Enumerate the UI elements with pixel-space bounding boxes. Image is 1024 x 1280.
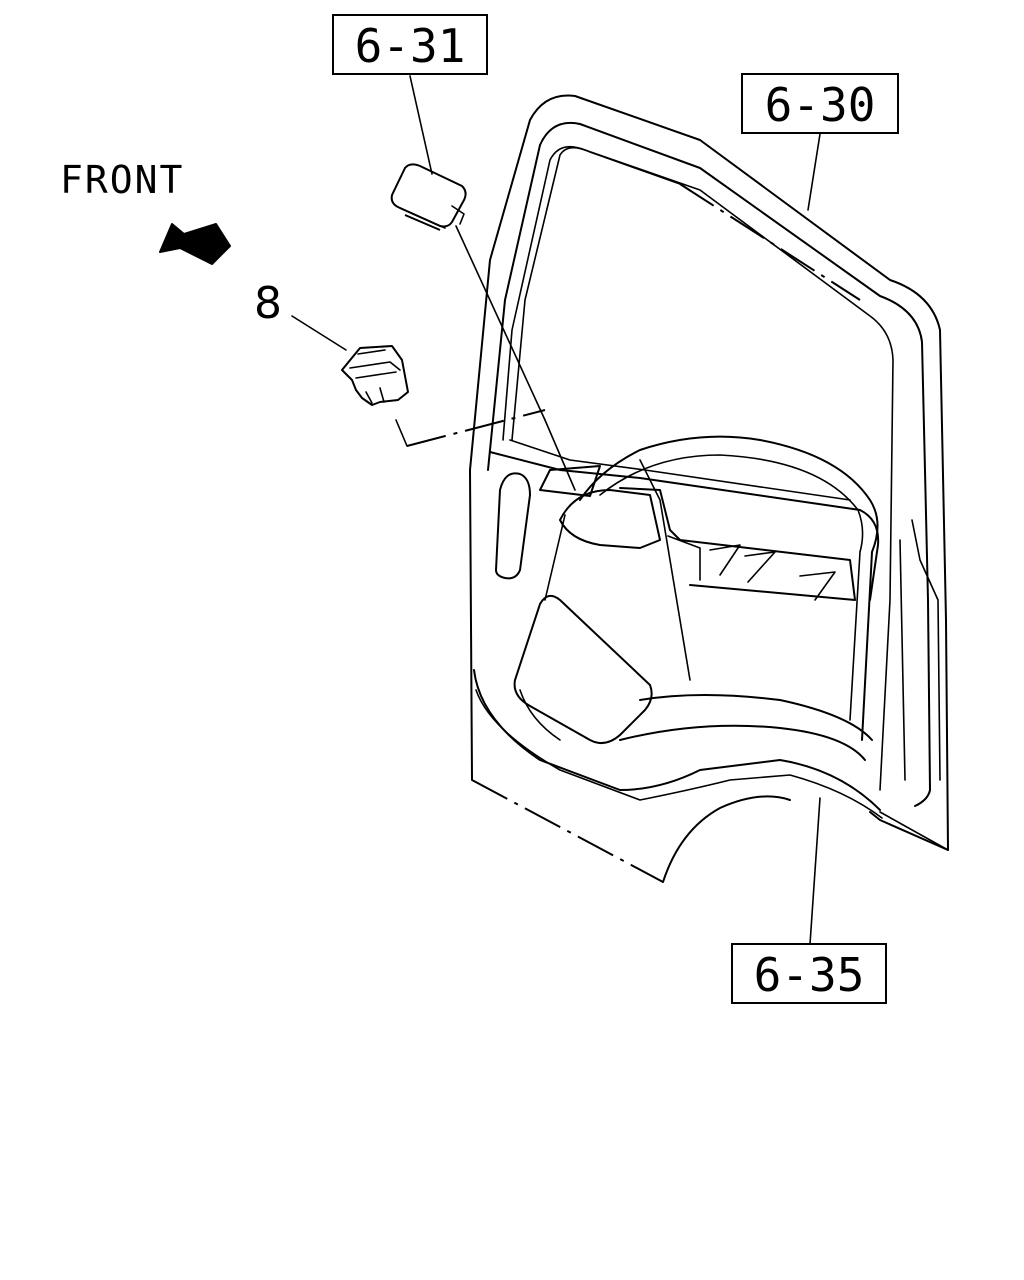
callout-6-31: 6-31 <box>332 14 488 75</box>
callout-6-35: 6-35 <box>731 943 887 1004</box>
clip-item-8 <box>341 345 409 406</box>
switch-6-31 <box>390 163 467 231</box>
callout-8-text: 8 <box>254 278 282 329</box>
callout-6-31-text: 6-31 <box>355 19 466 73</box>
leader-lines <box>291 75 821 945</box>
front-arrow-icon <box>159 223 231 265</box>
callout-6-30-text: 6-30 <box>765 78 876 132</box>
callout-6-35-text: 6-35 <box>754 948 865 1002</box>
callout-6-30: 6-30 <box>741 73 899 134</box>
front-label: FRONT <box>60 158 184 202</box>
door-assembly <box>469 94 949 883</box>
